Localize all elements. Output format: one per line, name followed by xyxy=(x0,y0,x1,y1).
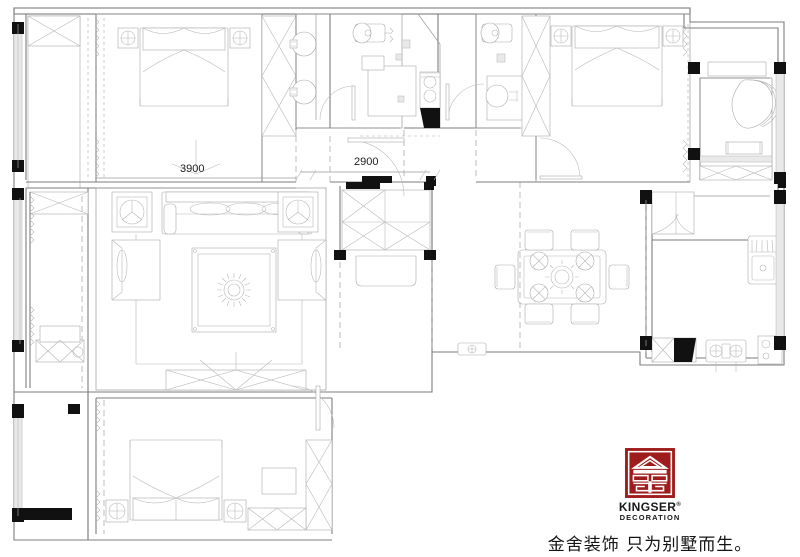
furniture-bed-bottom xyxy=(129,439,223,521)
furniture-closet-west-upper xyxy=(29,191,89,215)
floor-vent xyxy=(457,342,487,356)
furniture-coffee-table xyxy=(191,247,277,333)
furniture-desk xyxy=(261,467,297,495)
wall-marker xyxy=(362,176,392,183)
window-west-top xyxy=(12,22,24,172)
furniture-wardrobe-bottom-right xyxy=(305,439,333,531)
curtain-hatch-master xyxy=(682,23,689,182)
furniture-bench xyxy=(725,141,763,155)
brand-name: KINGSER® xyxy=(619,501,681,514)
table-centerpiece xyxy=(217,273,251,307)
door-bathroom-left xyxy=(319,85,356,121)
furniture-shower-right xyxy=(419,71,441,109)
furniture-dining-chair-left xyxy=(494,264,516,290)
room-bedroom-master xyxy=(521,13,691,183)
furniture-cooktop xyxy=(705,339,747,372)
furniture-dining-chair-bottom-left xyxy=(524,283,554,325)
furniture-wardrobe xyxy=(27,15,81,189)
furniture-console-center xyxy=(355,255,417,287)
brand-tagline: 金舍装饰 只为别墅而生。 xyxy=(547,535,753,556)
room-storage-center xyxy=(334,182,436,352)
furniture-armchair-right xyxy=(277,239,327,301)
room-kitchen xyxy=(640,190,786,372)
room-balcony-north-east xyxy=(688,21,786,184)
branding-block: KINGSER® DECORATION 金舍装饰 只为别墅而生。 xyxy=(500,440,800,557)
dining-centerpiece xyxy=(545,260,579,294)
furniture-bed-master xyxy=(571,25,663,107)
room-bedroom-bottom xyxy=(12,385,335,541)
furniture-toilet-right xyxy=(480,22,513,44)
furniture-sink-lower xyxy=(289,79,317,105)
wall-markers xyxy=(68,176,786,414)
furniture-kitchen-counter xyxy=(651,337,697,363)
furniture-nightstand-master-left xyxy=(550,25,572,47)
furniture-side-table-right xyxy=(277,191,319,233)
furniture-nightstand-left xyxy=(117,27,139,49)
furniture-toilet-left xyxy=(352,22,390,44)
furniture-nightstand-bottom-right xyxy=(223,499,247,523)
pavilion-house-logo-icon xyxy=(625,448,675,498)
furniture-kitchen-sink xyxy=(747,235,779,285)
furniture-wardrobe-bottom-low xyxy=(247,507,307,531)
room-dining-room xyxy=(457,229,630,356)
dimension-label-3900: 3900 xyxy=(180,163,205,175)
furniture-bed xyxy=(139,27,229,107)
furniture-side-table-left xyxy=(111,191,153,233)
logo-wordmark: KINGSER® DECORATION xyxy=(619,501,681,521)
curtain-hatch xyxy=(87,17,105,179)
room-bathroom-right xyxy=(404,13,537,129)
furniture-dining-chair-right xyxy=(608,264,630,290)
furniture-shower-left xyxy=(361,55,417,117)
furniture-armchair-left xyxy=(111,239,161,301)
dimension-lines xyxy=(96,140,441,181)
room-living-room xyxy=(12,187,327,391)
dimension-label-2900: 2900 xyxy=(354,156,379,168)
furniture-dining-chair-top-right xyxy=(570,229,600,271)
door-bathroom-right xyxy=(445,83,485,121)
furniture-kitchen-cabinet xyxy=(651,191,695,235)
brand-subtitle: DECORATION xyxy=(619,512,681,522)
furniture-tv-console xyxy=(165,352,307,391)
balcony-rail xyxy=(699,165,773,181)
furniture-wardrobe-right xyxy=(261,15,297,137)
brand-name-text: KINGSER xyxy=(618,500,677,514)
furniture-dining-chair-top-left xyxy=(524,229,554,271)
door-master-bedroom xyxy=(539,137,583,180)
door-bedroom-bottom xyxy=(291,385,335,431)
room-bathroom-left xyxy=(289,13,417,130)
room-bedroom-top-left xyxy=(25,13,297,189)
furniture-nightstand-bottom-left xyxy=(105,499,129,523)
furniture-dining-chair-bottom-right xyxy=(570,283,600,325)
furniture-nightstand-master-right xyxy=(662,25,684,47)
furniture-wardrobe-master xyxy=(521,15,551,137)
curtain-hatch-bedroom-bottom xyxy=(95,399,105,534)
furniture-utility-cabinet xyxy=(35,325,85,363)
hallway-guides xyxy=(295,130,521,352)
furniture-nightstand-right xyxy=(229,27,251,49)
trademark-symbol: ® xyxy=(676,502,682,508)
